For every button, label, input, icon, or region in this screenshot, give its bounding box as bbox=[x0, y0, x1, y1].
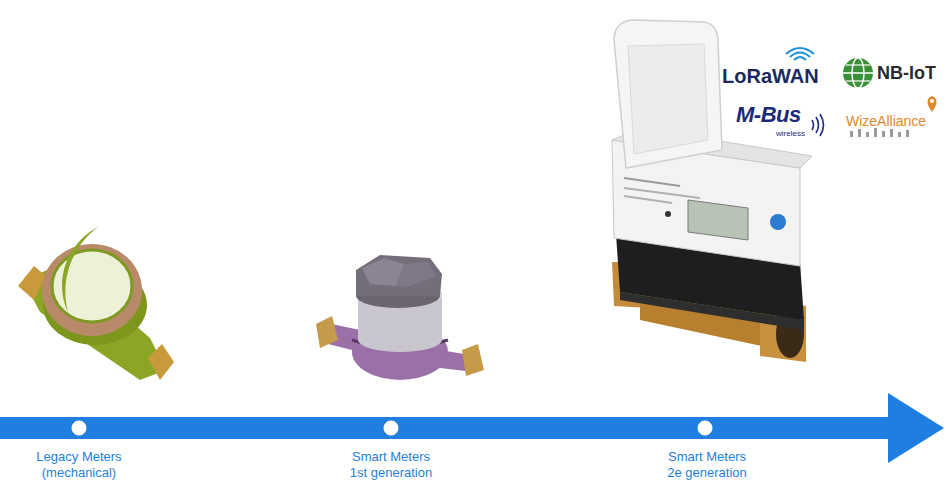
wize-pin-icon bbox=[858, 129, 861, 137]
nbiot-globe-icon bbox=[846, 64, 870, 65]
timeline-label: Legacy Meters (mechanical) bbox=[33, 449, 125, 481]
mbus-signal-icon bbox=[812, 120, 814, 130]
first-generation-meter bbox=[316, 316, 338, 348]
lorawan-signal-icon bbox=[794, 57, 806, 60]
mbus-signal-icon bbox=[816, 117, 819, 133]
wize-pin-icon bbox=[882, 131, 885, 137]
second-generation-meter bbox=[628, 44, 708, 154]
lorawan-signal-icon bbox=[786, 48, 814, 54]
timeline-arrow bbox=[888, 393, 944, 463]
nbiot-globe-icon bbox=[843, 58, 873, 88]
second-generation-meter bbox=[624, 188, 700, 198]
second-generation-meter bbox=[688, 200, 748, 240]
protocol-logo: WizeAlliance bbox=[846, 114, 926, 128]
mbus-signal-icon bbox=[812, 114, 824, 136]
lorawan-signal-icon bbox=[790, 53, 810, 58]
wize-pin-icon bbox=[906, 130, 909, 137]
wize-pin-icon bbox=[866, 132, 869, 137]
second-generation-meter bbox=[624, 178, 680, 186]
second-generation-meter bbox=[665, 211, 671, 217]
protocol-logo: NB-IoT bbox=[877, 64, 936, 82]
second-generation-meter bbox=[614, 20, 722, 168]
wize-pin-icon bbox=[850, 131, 853, 137]
legacy-meter bbox=[18, 266, 46, 300]
timeline-label: Smart Meters 2e generation bbox=[661, 449, 753, 481]
wize-pin-icon bbox=[928, 96, 937, 112]
wize-pin-icon bbox=[898, 132, 901, 137]
protocol-logo: LoRaWAN bbox=[722, 66, 819, 86]
lorawan-signal-icon bbox=[786, 48, 814, 60]
legacy-meter bbox=[62, 226, 99, 312]
first-generation-meter bbox=[358, 328, 442, 352]
timeline-arrow bbox=[696, 419, 714, 437]
legacy-meter bbox=[18, 226, 174, 380]
wize-pin-icon bbox=[930, 99, 934, 103]
wize-pin-icon bbox=[874, 128, 877, 137]
timeline-label: Smart Meters 1st generation bbox=[345, 449, 437, 481]
protocol-logo: M-Bus bbox=[736, 104, 801, 126]
nbiot-globe-icon bbox=[843, 58, 873, 88]
first-generation-meter bbox=[316, 255, 484, 380]
timeline-arrow bbox=[0, 393, 944, 463]
timeline-arrow bbox=[70, 419, 88, 437]
nbiot-globe-icon bbox=[843, 72, 873, 74]
mbus-signal-icon bbox=[820, 114, 824, 136]
wize-pin-icon bbox=[890, 129, 893, 137]
first-generation-meter bbox=[356, 255, 442, 296]
second-generation-meter bbox=[624, 196, 672, 203]
first-generation-meter bbox=[396, 262, 436, 286]
timeline-arrow bbox=[0, 417, 892, 439]
protocol-logo-subtitle: wireless bbox=[776, 130, 805, 138]
timeline-arrow bbox=[382, 419, 400, 437]
second-generation-meter bbox=[770, 214, 786, 230]
second-generation-meter bbox=[620, 292, 804, 330]
legacy-meter bbox=[42, 244, 142, 336]
legacy-meter bbox=[148, 344, 174, 380]
first-generation-meter bbox=[462, 344, 484, 376]
nbiot-globe-icon bbox=[846, 80, 870, 81]
